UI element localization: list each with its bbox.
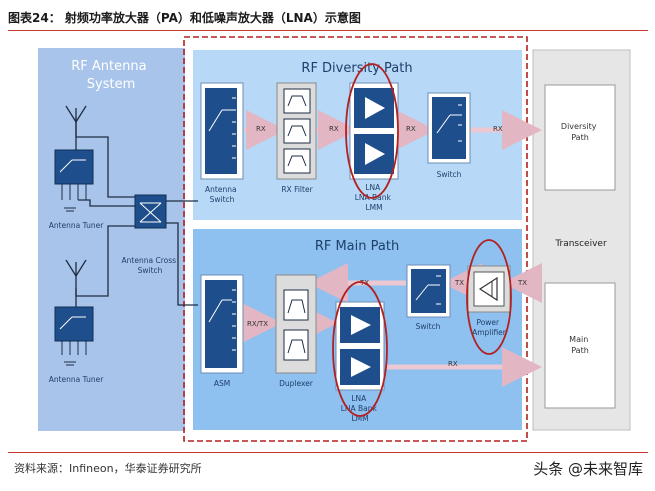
power-amplifier-label: Power Amplifier xyxy=(472,318,507,337)
rx-label-div-2: RX xyxy=(329,125,339,133)
lna-main-highlight xyxy=(332,281,388,417)
antenna-switch-core xyxy=(205,88,237,174)
antenna-icon-top xyxy=(65,105,87,150)
antenna-system-label-line-1: RF Antenna xyxy=(71,59,146,74)
rx-filter-bandpass-icons xyxy=(283,88,311,174)
antenna-switch-icon xyxy=(208,97,236,159)
lna-div-line-1: LNA xyxy=(365,183,381,192)
antenna-system-label: RF Antenna System xyxy=(71,59,150,92)
antenna-tuner-top-label: Antenna Tuner xyxy=(49,221,104,230)
rx-label-div-3: RX xyxy=(406,125,416,133)
transceiver-label: Transceiver xyxy=(554,239,607,249)
source-note: 资料来源：Infineon，华泰证券研究所 xyxy=(14,462,202,475)
antenna-tuner-top-switch-icon xyxy=(59,159,86,173)
lna-diversity-amp-icon-2 xyxy=(365,143,385,165)
antenna-tuner-bottom-label: Antenna Tuner xyxy=(49,375,104,384)
switch-main-label: Switch xyxy=(416,322,441,331)
diversity-path-title: RF Diversity Path xyxy=(301,61,412,76)
lna-main-amp-icon-1 xyxy=(351,315,371,335)
lna-main-line-3: LMM xyxy=(351,414,368,423)
switch-diversity-icon xyxy=(436,104,462,142)
rx-filter-label: RX Filter xyxy=(281,185,313,194)
power-amplifier-core xyxy=(473,271,505,307)
cross-switch-icon xyxy=(139,202,162,223)
antenna-icon-bottom xyxy=(65,259,87,310)
diversity-port-line-2: Path xyxy=(571,133,589,142)
switch-diversity-label: Switch xyxy=(437,170,462,179)
switch-diversity-core xyxy=(432,97,466,159)
pa-line-1: Power xyxy=(476,318,500,327)
main-path-title: RF Main Path xyxy=(315,239,399,254)
main-path-port xyxy=(544,282,616,409)
title-rule xyxy=(8,30,648,31)
rx-label-div-4: RX xyxy=(493,125,503,133)
cross-switch-line-1: Antenna Cross xyxy=(122,256,177,265)
antenna-switch-line-1: Antenna xyxy=(205,185,237,194)
antenna-tuner-bottom xyxy=(54,306,94,342)
power-amplifier-icon xyxy=(478,276,498,302)
front-end-dashed-frame xyxy=(183,36,528,442)
tx-label-main-1: TX xyxy=(517,279,527,287)
antenna-system-panel xyxy=(38,48,185,431)
antenna-cross-switch-label: Antenna Cross Switch xyxy=(122,256,179,275)
lna-bank-main-label: LNA LNA Bank LMM xyxy=(341,394,380,423)
antenna-tuner-top-ground-icon xyxy=(61,184,87,212)
lna-main-line-1: LNA xyxy=(351,394,367,403)
antenna-cross-switch xyxy=(134,194,167,229)
rx-label-div-1: RX xyxy=(256,125,266,133)
bottom-rule xyxy=(8,452,648,453)
lna-div-line-3: LMM xyxy=(365,203,382,212)
diversity-path-port-label: Diversity Path xyxy=(561,122,599,142)
main-port-line-2: Path xyxy=(571,346,589,355)
antenna-system-label-line-2: System xyxy=(87,77,135,92)
antenna-switch-line-2: Switch xyxy=(210,195,235,204)
main-path-port-label: Main Path xyxy=(569,335,591,355)
asm-core xyxy=(205,280,237,368)
figure-title: 图表24： 射频功率放大器（PA）和低噪声放大器（LNA）示意图 xyxy=(8,11,361,25)
asm-switch-icon xyxy=(208,289,236,351)
antenna-tuner-bottom-switch-icon xyxy=(59,316,86,330)
diversity-port-line-1: Diversity xyxy=(561,122,597,131)
rx-label-main: RX xyxy=(448,360,458,368)
cross-switch-line-2: Switch xyxy=(138,266,163,275)
pa-line-2: Amplifier xyxy=(472,328,507,337)
lna-diversity-amp-icon-1 xyxy=(365,97,385,119)
switch-main-icon xyxy=(415,275,441,305)
lna-diversity-highlight xyxy=(345,63,399,199)
main-port-line-1: Main xyxy=(569,335,588,344)
asm-label: ASM xyxy=(214,379,230,388)
antenna-tuner-bottom-ground-icon xyxy=(61,341,87,366)
lna-main-amp-icon-2 xyxy=(351,357,371,377)
antenna-tuner-top xyxy=(54,149,94,185)
antenna-switch-label: Antenna Switch xyxy=(205,185,239,204)
tx-label-main-2: TX xyxy=(454,279,464,287)
diversity-path-port xyxy=(544,84,616,191)
duplexer-filter-icons xyxy=(283,289,309,361)
power-amplifier-highlight xyxy=(466,239,512,355)
lna-main-line-2: LNA Bank xyxy=(341,404,378,413)
watermark: 头条 @未来智库 xyxy=(533,460,643,478)
duplexer-label: Duplexer xyxy=(279,379,314,388)
rxtx-label-main: RX/TX xyxy=(247,320,268,328)
